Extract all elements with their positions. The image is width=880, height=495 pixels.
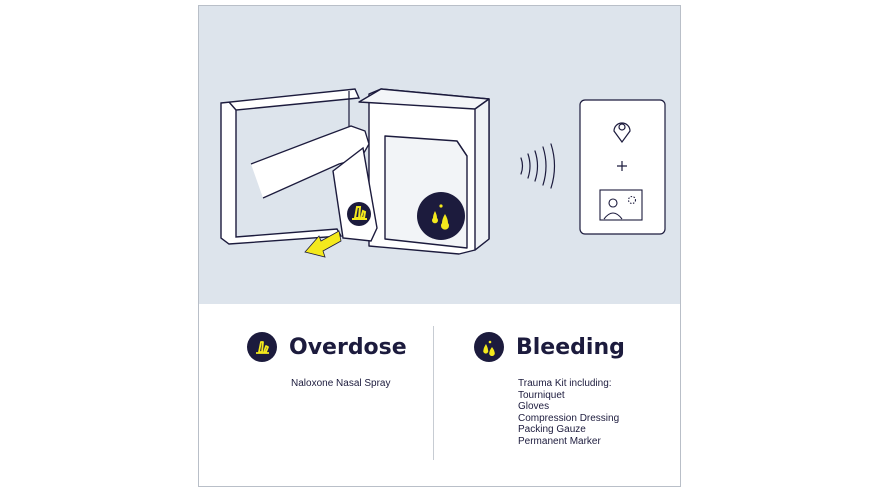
list-item: Gloves	[518, 401, 550, 413]
overdose-heading: Overdose	[247, 330, 407, 364]
signal-waves-icon	[520, 143, 556, 189]
cabinet-illustration	[199, 6, 680, 304]
list-item: Permanent Marker	[518, 435, 601, 447]
overdose-title: Overdose	[289, 334, 407, 360]
spray-box	[332, 146, 378, 242]
trauma-kit-list: Tourniquet Gloves Compression Dressing P…	[518, 390, 625, 448]
list-item: Tourniquet	[518, 389, 565, 401]
bleeding-heading: Bleeding	[474, 330, 625, 364]
legend: Overdose Naloxone Nasal Spray Bleeding T…	[199, 304, 680, 486]
list-item: Compression Dressing	[518, 412, 620, 424]
bleeding-section: Bleeding Trauma Kit including: Tournique…	[474, 330, 625, 448]
bleeding-intro: Trauma Kit including:	[518, 378, 612, 389]
nasal-spray-icon	[247, 332, 277, 362]
camera-feed-icon	[599, 189, 643, 221]
blood-drops-icon	[474, 332, 504, 362]
bleeding-kit-badge	[417, 192, 465, 240]
divider	[433, 326, 434, 460]
alert-panel	[579, 99, 666, 235]
bleeding-title: Bleeding	[516, 334, 625, 360]
bleeding-description: Trauma Kit including: Tourniquet Gloves …	[518, 378, 625, 448]
overdose-description: Naloxone Nasal Spray	[291, 378, 391, 389]
list-item: Packing Gauze	[518, 424, 586, 436]
plus-icon	[617, 161, 627, 171]
cabinet-scene	[220, 88, 666, 258]
overdose-section: Overdose Naloxone Nasal Spray	[247, 330, 407, 390]
infographic-frame: Overdose Naloxone Nasal Spray Bleeding T…	[198, 5, 681, 487]
arrow-icon	[304, 230, 342, 258]
location-pin-icon	[613, 122, 631, 144]
